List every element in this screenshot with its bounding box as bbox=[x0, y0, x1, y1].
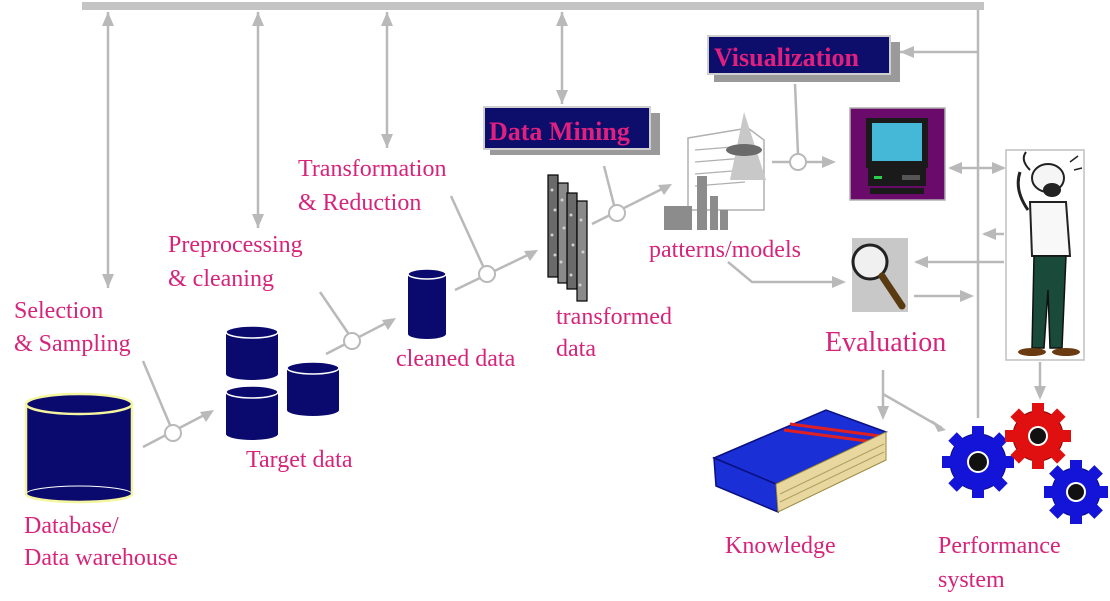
preprocessing-label: Preprocessing bbox=[168, 232, 303, 258]
evaluation-label: Evaluation bbox=[825, 327, 946, 358]
visualization-box: Visualization bbox=[707, 35, 900, 82]
stacked-data-cylinders-icon bbox=[225, 325, 340, 440]
transformed-data-label: transformed bbox=[556, 304, 672, 330]
database-cylinder-icon bbox=[24, 392, 134, 504]
feedback-bar bbox=[82, 2, 984, 10]
cleaned-data-cylinder-icon bbox=[407, 268, 447, 339]
target-data-label: Target data bbox=[246, 447, 353, 473]
flow-arrows bbox=[141, 83, 1046, 449]
selection-label: Selection bbox=[14, 298, 103, 324]
preprocessing-label-line2: & cleaning bbox=[168, 266, 274, 292]
monitor-icon bbox=[849, 107, 946, 201]
data-mining-box: Data Mining bbox=[483, 106, 660, 155]
feedback-arrows bbox=[102, 10, 980, 418]
transformed-data-label-line2: data bbox=[556, 336, 596, 362]
selection-label-line2: & Sampling bbox=[14, 331, 131, 357]
data-mining-label: Data Mining bbox=[489, 117, 630, 146]
visualization-label: Visualization bbox=[714, 43, 859, 72]
cleaned-data-label: cleaned data bbox=[396, 346, 516, 372]
knowledge-label: Knowledge bbox=[725, 533, 836, 559]
database-label-line2: Data warehouse bbox=[24, 545, 178, 571]
performance-system-label: Performance bbox=[938, 533, 1061, 559]
magnifier-icon bbox=[851, 238, 908, 312]
patterns-models-label: patterns/models bbox=[649, 237, 801, 263]
thinking-person-icon bbox=[1005, 149, 1085, 361]
gears-icon bbox=[942, 403, 1108, 524]
database-label: Database/ bbox=[24, 513, 119, 539]
transformation-label-line2: & Reduction bbox=[298, 190, 421, 216]
patterns-chart-icon bbox=[664, 112, 766, 230]
knowledge-book-icon bbox=[712, 409, 888, 514]
transformation-label: Transformation bbox=[298, 156, 446, 182]
performance-system-label-line2: system bbox=[938, 567, 1005, 593]
transformed-data-strips-icon bbox=[547, 174, 588, 302]
